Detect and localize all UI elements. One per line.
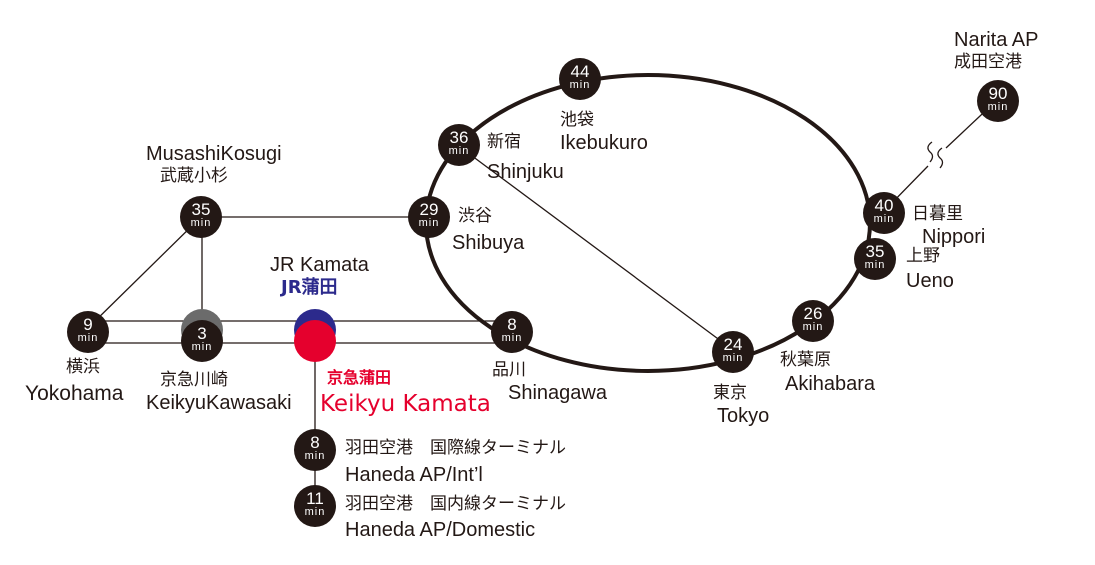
time-value: 3 xyxy=(197,324,207,343)
time-value: 8 xyxy=(507,315,517,334)
time-unit: min xyxy=(864,259,886,271)
label-haneda-dom-en: Haneda AP/Domestic xyxy=(345,519,536,541)
label-haneda-intl-jp: 羽田空港 国際線ターミナル xyxy=(345,438,566,458)
label-nippori-jp: 日暮里 xyxy=(912,204,963,224)
time-value: 44 xyxy=(570,62,590,81)
label-tokyo-en: Tokyo xyxy=(717,405,770,427)
label-narita-en: Narita AP xyxy=(954,29,1039,51)
label-tokyo-jp: 東京 xyxy=(713,383,747,403)
label-ueno-jp: 上野 xyxy=(906,246,940,266)
time-value: 9 xyxy=(83,315,93,334)
label-jr-kamata-jp: JR蒲田 xyxy=(281,277,338,298)
time-value: 11 xyxy=(306,489,324,508)
label-akihabara-jp: 秋葉原 xyxy=(780,350,831,370)
time-value: 29 xyxy=(419,200,439,219)
label-jr-kamata-en: JR Kamata xyxy=(270,254,369,276)
label-yokohama-jp: 横浜 xyxy=(66,357,100,377)
time-value: 35 xyxy=(865,242,885,261)
time-unit: min xyxy=(191,341,213,353)
time-unit: min xyxy=(304,506,326,518)
label-shibuya-en: Shibuya xyxy=(452,232,525,254)
label-shinagawa-jp: 品川 xyxy=(492,360,526,380)
keikyu-kamata-marker xyxy=(294,320,336,362)
time-value: 90 xyxy=(988,84,1008,103)
label-musashikosugi-jp: 武蔵小杉 xyxy=(160,166,228,186)
time-unit: min xyxy=(873,213,895,225)
line-break-mark xyxy=(927,141,944,169)
chuo-line xyxy=(459,146,734,351)
label-akihabara-en: Akihabara xyxy=(785,373,876,395)
line-yokohama-musashikosugi xyxy=(87,216,202,329)
time-unit: min xyxy=(802,321,824,333)
label-haneda-dom-jp: 羽田空港 国内線ターミナル xyxy=(345,494,566,514)
label-shinjuku-jp: 新宿 xyxy=(487,132,521,152)
time-value: 36 xyxy=(449,128,469,147)
label-narita-jp: 成田空港 xyxy=(954,52,1022,72)
time-unit: min xyxy=(418,217,440,229)
time-value: 8 xyxy=(310,433,320,452)
time-unit: min xyxy=(77,332,99,344)
time-value: 24 xyxy=(723,335,743,354)
label-nippori-en: Nippori xyxy=(922,226,986,248)
time-unit: min xyxy=(501,332,523,344)
time-unit: min xyxy=(448,145,470,157)
label-keikyukawasaki-en: KeikyuKawasaki xyxy=(146,392,292,414)
label-shibuya-jp: 渋谷 xyxy=(458,206,492,226)
label-ikebukuro-en: Ikebukuro xyxy=(560,132,648,154)
label-shinjuku-en: Shinjuku xyxy=(487,161,564,183)
time-unit: min xyxy=(569,79,591,91)
label-keikyu-kamata-en: Keikyu Kamata xyxy=(320,391,491,417)
label-ikebukuro-jp: 池袋 xyxy=(560,110,594,130)
time-value: 40 xyxy=(874,196,894,215)
label-keikyukawasaki-jp: 京急川崎 xyxy=(160,370,228,390)
label-musashikosugi-en: MusashiKosugi xyxy=(146,143,282,165)
label-shinagawa-en: Shinagawa xyxy=(508,382,607,404)
label-yokohama-en: Yokohama xyxy=(25,382,124,405)
label-keikyu-kamata-jp: 京急蒲田 xyxy=(327,368,392,387)
time-value: 26 xyxy=(803,304,823,323)
time-unit: min xyxy=(190,217,212,229)
time-unit: min xyxy=(722,352,744,364)
time-value: 35 xyxy=(191,200,211,219)
time-unit: min xyxy=(304,450,326,462)
label-ueno-en: Ueno xyxy=(906,270,954,292)
time-unit: min xyxy=(987,101,1009,113)
label-haneda-intl-en: Haneda AP/Int’l xyxy=(345,464,483,486)
